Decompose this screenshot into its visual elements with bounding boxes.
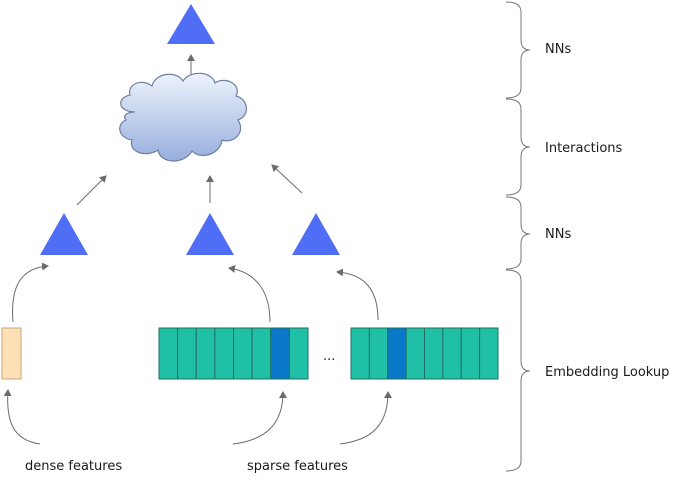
embedding-cell bbox=[350, 327, 370, 380]
embedding-cell bbox=[442, 327, 462, 380]
embedding-cell bbox=[368, 327, 389, 380]
arrow-dense-to-nn bbox=[12, 262, 49, 323]
embedding-cell-selected bbox=[270, 327, 290, 380]
embedding-table-1 bbox=[158, 327, 309, 380]
arrow-right-nn-to-cloud bbox=[271, 164, 303, 194]
embedding-cell bbox=[158, 327, 179, 380]
embedding-cell bbox=[251, 327, 272, 380]
bottom-nn-triangle-dense bbox=[40, 213, 88, 255]
brace-nns-top bbox=[505, 1, 531, 99]
embedding-cell bbox=[460, 327, 481, 380]
embedding-cell-selected bbox=[387, 327, 407, 380]
embedding-cell bbox=[424, 327, 444, 380]
layer-label-nns-bottom: NNs bbox=[545, 227, 571, 242]
dense-features-label: dense features bbox=[25, 459, 122, 474]
layer-label-interactions: Interactions bbox=[545, 141, 623, 156]
bottom-nn-triangle-sparse-2 bbox=[292, 213, 340, 255]
arrow-left-nn-to-cloud bbox=[76, 175, 107, 206]
interaction-cloud bbox=[119, 72, 247, 162]
embedding-table-2 bbox=[350, 327, 499, 380]
ellipsis: ... bbox=[323, 349, 335, 364]
embedding-cell bbox=[479, 327, 499, 380]
layer-label-embedding: Embedding Lookup bbox=[545, 365, 669, 380]
embedding-cell bbox=[405, 327, 426, 380]
embedding-cell bbox=[214, 327, 235, 380]
sparse-features-label: sparse features bbox=[247, 459, 348, 474]
embedding-cell bbox=[288, 327, 309, 380]
arrow-sparse1-to-nn bbox=[228, 264, 271, 323]
dense-feature-vector bbox=[1, 327, 22, 380]
embedding-cell bbox=[177, 327, 197, 380]
embedding-cell bbox=[233, 327, 253, 380]
bottom-nn-triangle-sparse-1 bbox=[186, 213, 234, 255]
top-nn-triangle bbox=[167, 4, 215, 44]
layer-label-nns-top: NNs bbox=[545, 42, 571, 57]
embedding-cell bbox=[195, 327, 216, 380]
arrow-sparse-input-2 bbox=[339, 391, 392, 445]
brace-interactions bbox=[505, 98, 531, 196]
brace-nns-bottom bbox=[505, 196, 531, 270]
arrow-sparse-input-1 bbox=[232, 391, 287, 445]
arrow-sparse2-to-nn bbox=[336, 268, 379, 321]
arrow-dense-input bbox=[3, 389, 41, 445]
brace-embedding bbox=[505, 269, 531, 472]
